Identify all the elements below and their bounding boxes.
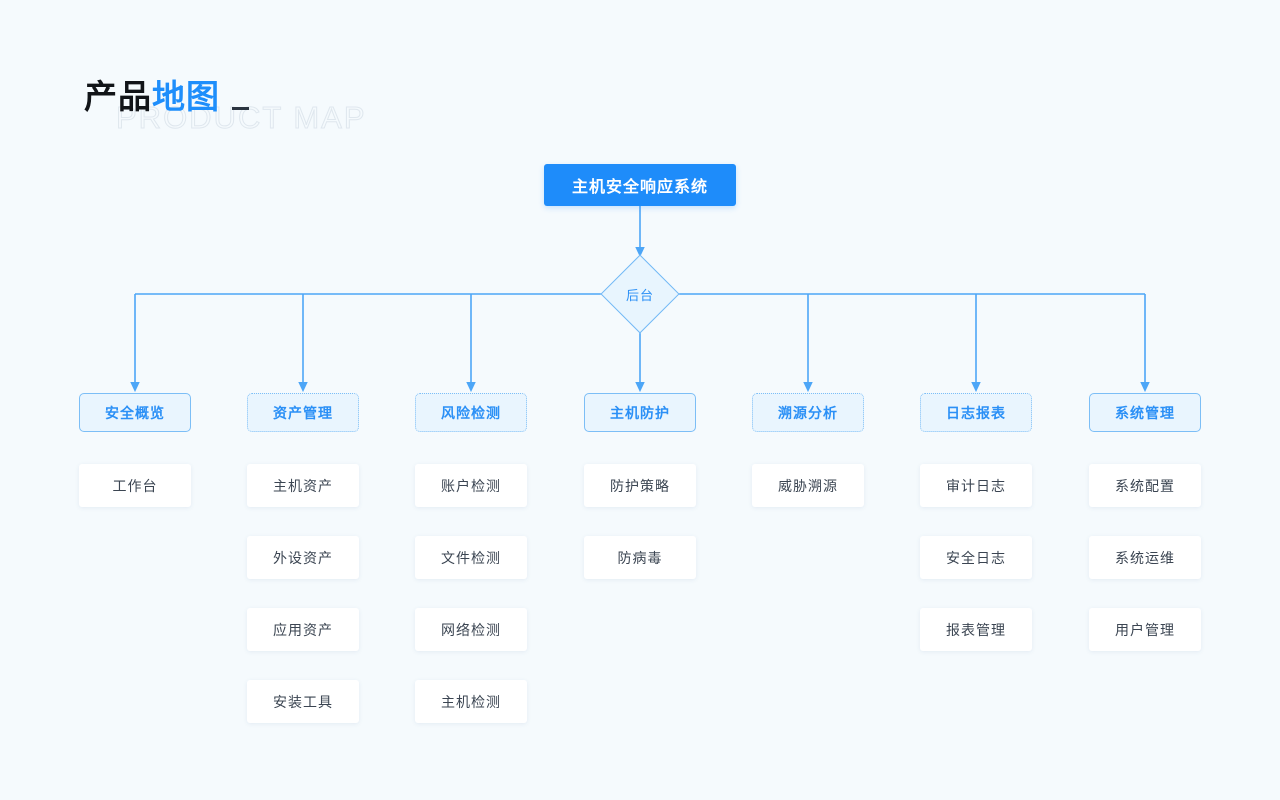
category-item[interactable]: 报表管理: [920, 608, 1032, 651]
category-column: 资产管理主机资产外设资产应用资产安装工具: [247, 393, 359, 723]
page-title-cn: 产品地图: [84, 74, 220, 120]
category-item[interactable]: 威胁溯源: [752, 464, 864, 507]
category-column: 安全概览工作台: [79, 393, 191, 507]
title-dash-decoration: [232, 107, 249, 110]
category-header[interactable]: 溯源分析: [752, 393, 864, 432]
category-item[interactable]: 防护策略: [584, 464, 696, 507]
page-title-cn-dark: 产品: [84, 78, 152, 115]
root-node[interactable]: 主机安全响应系统: [544, 164, 736, 206]
hub-diamond-label: 后台: [625, 287, 654, 303]
category-column: 系统管理系统配置系统运维用户管理: [1089, 393, 1201, 651]
category-header[interactable]: 日志报表: [920, 393, 1032, 432]
category-header[interactable]: 主机防护: [584, 393, 696, 432]
category-item[interactable]: 网络检测: [415, 608, 527, 651]
category-header[interactable]: 风险检测: [415, 393, 527, 432]
category-item[interactable]: 系统运维: [1089, 536, 1201, 579]
category-item[interactable]: 外设资产: [247, 536, 359, 579]
category-header[interactable]: 资产管理: [247, 393, 359, 432]
category-header[interactable]: 安全概览: [79, 393, 191, 432]
category-item[interactable]: 安全日志: [920, 536, 1032, 579]
category-item[interactable]: 审计日志: [920, 464, 1032, 507]
category-item[interactable]: 账户检测: [415, 464, 527, 507]
page-title-cn-blue: 地图: [152, 78, 220, 115]
category-header[interactable]: 系统管理: [1089, 393, 1201, 432]
category-item[interactable]: 安装工具: [247, 680, 359, 723]
category-item[interactable]: 用户管理: [1089, 608, 1201, 651]
page-title-ghost-en: PRODUCT MAP: [116, 100, 367, 136]
category-column: 溯源分析威胁溯源: [752, 393, 864, 507]
page-title: PRODUCT MAP 产品地图: [84, 74, 504, 140]
category-column: 主机防护防护策略防病毒: [584, 393, 696, 579]
category-column: 日志报表审计日志安全日志报表管理: [920, 393, 1032, 651]
category-item[interactable]: 应用资产: [247, 608, 359, 651]
category-item[interactable]: 主机检测: [415, 680, 527, 723]
category-item[interactable]: 主机资产: [247, 464, 359, 507]
category-item[interactable]: 防病毒: [584, 536, 696, 579]
category-column: 风险检测账户检测文件检测网络检测主机检测: [415, 393, 527, 723]
category-item[interactable]: 工作台: [79, 464, 191, 507]
category-item[interactable]: 系统配置: [1089, 464, 1201, 507]
hub-diamond[interactable]: 后台: [600, 254, 680, 334]
category-item[interactable]: 文件检测: [415, 536, 527, 579]
